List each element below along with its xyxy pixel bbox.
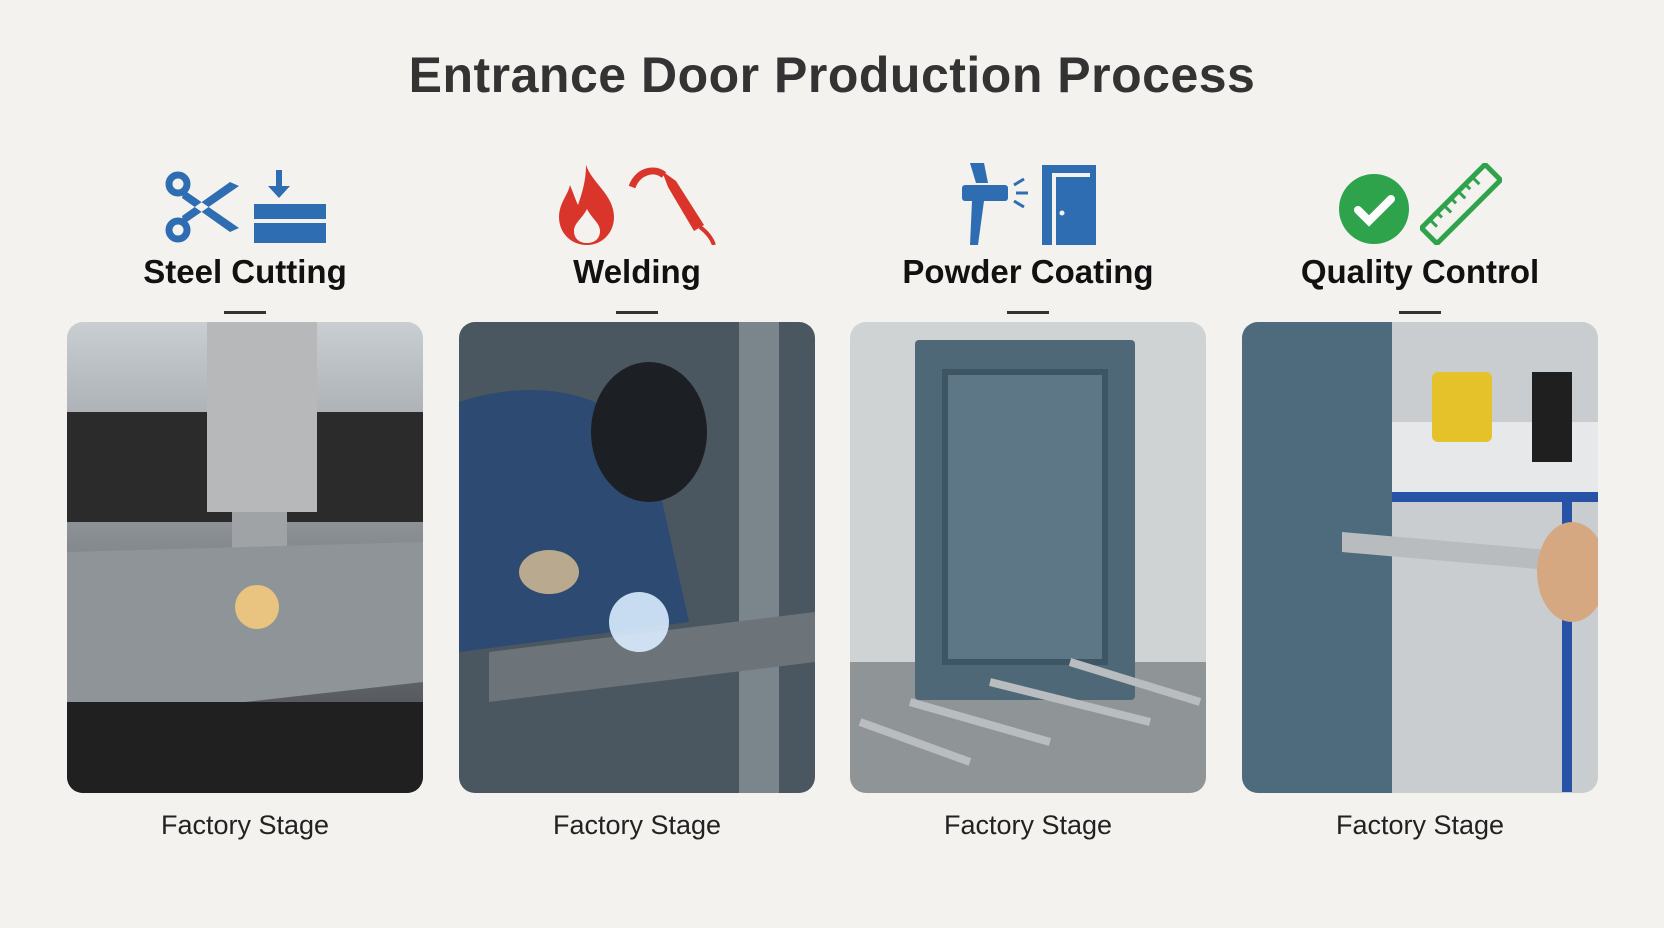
quality-control-photo	[1242, 322, 1598, 793]
steel-cutting-photo	[67, 322, 423, 793]
welding-photo	[459, 322, 815, 793]
stage-caption: Factory Stage	[943, 810, 1113, 840]
stage-caption: Factory Stage	[1335, 810, 1505, 840]
spray-gun-icon	[962, 163, 1028, 245]
stage-label: Steel Cutting	[143, 253, 347, 290]
divider	[1399, 311, 1441, 314]
stage-quality-control: Quality Control	[1242, 150, 1598, 314]
powder-coating-photo	[850, 322, 1206, 793]
sheet-press-icon	[254, 170, 326, 243]
divider	[1007, 311, 1049, 314]
divider	[616, 311, 658, 314]
stage-caption: Factory Stage	[160, 810, 330, 840]
stage-steel-cutting: Steel Cutting	[67, 150, 423, 314]
welding-torch-icon	[628, 167, 716, 245]
page-title: Entrance Door Production Process	[408, 47, 1256, 103]
door-icon	[1042, 165, 1096, 245]
divider	[224, 311, 266, 314]
scissors-icon	[165, 171, 239, 243]
stage-welding: Welding	[459, 150, 815, 314]
stage-powder-coating: Powder Coating	[850, 150, 1206, 314]
stage-label: Powder Coating	[902, 253, 1154, 290]
check-circle-icon	[1339, 174, 1409, 244]
stage-caption: Factory Stage	[552, 810, 722, 840]
stage-label: Quality Control	[1300, 253, 1540, 290]
stage-label: Welding	[573, 253, 701, 290]
flame-icon	[559, 165, 614, 245]
ruler-icon	[1420, 163, 1502, 245]
